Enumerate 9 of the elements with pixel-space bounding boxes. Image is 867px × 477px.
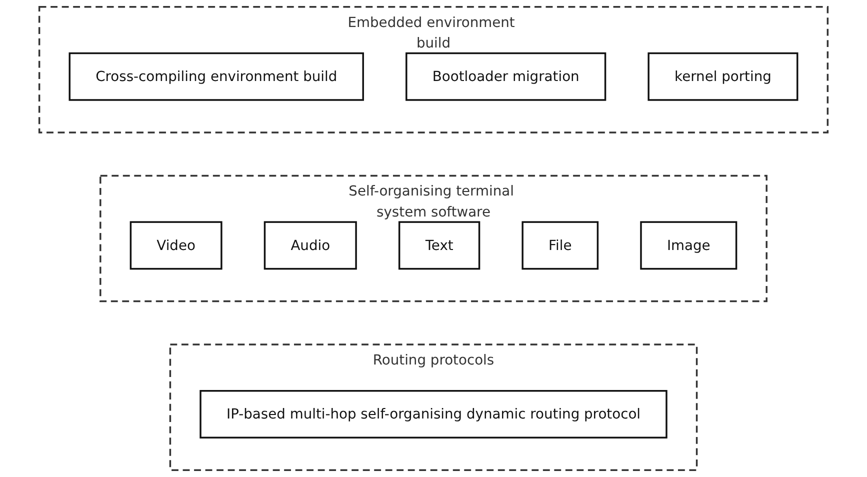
node-box: Audio bbox=[264, 221, 357, 270]
node-box: Bootloader migration bbox=[406, 52, 606, 101]
node-box: File bbox=[522, 221, 599, 270]
node-box: IP-based multi-hop self-organising dynamic routing protocol bbox=[200, 390, 668, 438]
node-box: Image bbox=[640, 221, 738, 270]
node-box: kernel porting bbox=[648, 52, 798, 101]
node-box: Video bbox=[130, 221, 222, 270]
node-box: Text bbox=[398, 221, 480, 270]
node-box: Cross-compiling environment build bbox=[68, 52, 364, 101]
